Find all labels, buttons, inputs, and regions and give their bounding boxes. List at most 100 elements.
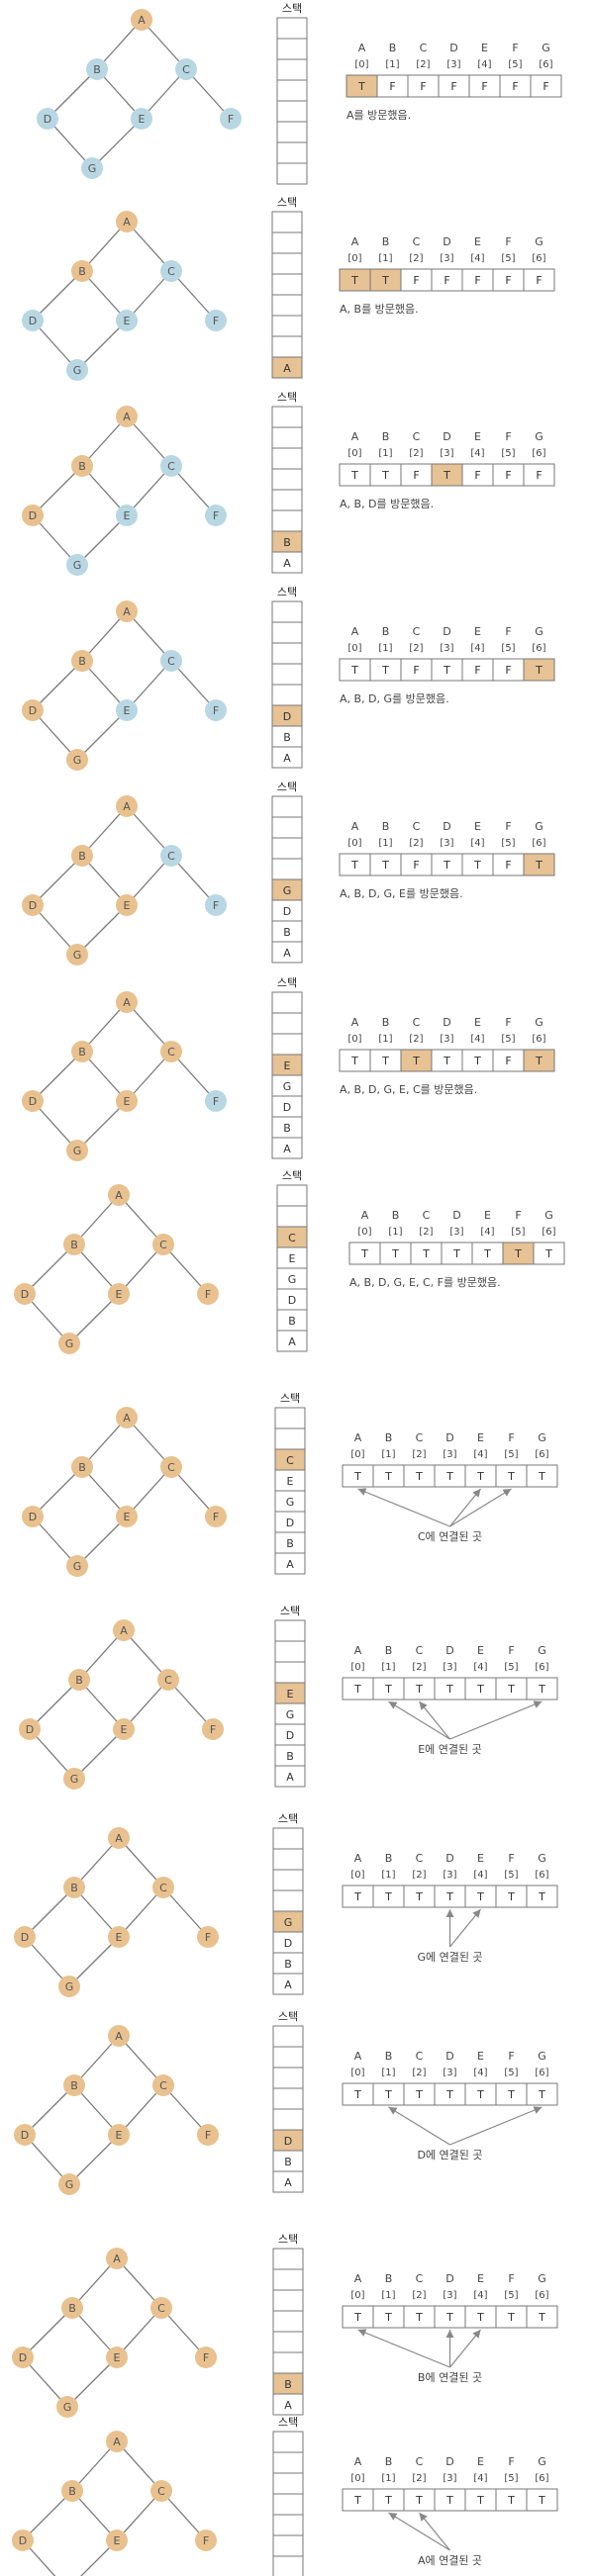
node-circle <box>202 1718 224 1740</box>
stack-slot <box>272 2493 304 2516</box>
edge-C-F <box>170 660 217 711</box>
stack-slot <box>272 1889 304 1912</box>
array-value: T <box>538 1683 545 1696</box>
edge-B-D <box>22 2490 73 2541</box>
node-circle <box>63 1234 85 1255</box>
graph-edges <box>32 1001 217 1151</box>
node-a: A <box>106 2248 128 2269</box>
node-label: E <box>114 2534 121 2547</box>
node-d: D <box>22 1506 44 1527</box>
array-value: T <box>476 2494 484 2507</box>
arrow-head-icon <box>445 1909 454 1917</box>
stack-title: 스택 <box>278 2416 298 2429</box>
edge-A-C <box>126 221 172 272</box>
node-b: B <box>61 2297 83 2319</box>
column-label: G <box>538 1644 546 1657</box>
node-circle <box>205 505 227 526</box>
edge-D-G <box>24 1293 70 1344</box>
node-circle <box>152 1234 174 1255</box>
index-label: [6] <box>532 253 545 264</box>
node-d: D <box>22 1090 44 1112</box>
node-d: D <box>14 1926 36 1948</box>
edge-B-E <box>81 1051 128 1102</box>
stack-item: B <box>284 1958 292 1971</box>
column-label: G <box>538 1852 546 1865</box>
stack-title: 스택 <box>277 586 297 598</box>
array-value: F <box>512 80 518 93</box>
column-label: B <box>385 1644 393 1657</box>
stack-slot <box>272 2268 304 2291</box>
graph-edges <box>47 19 232 169</box>
index-label: [0] <box>350 2473 364 2484</box>
index-label: [5] <box>501 643 515 654</box>
index-label: [6] <box>535 2068 548 2078</box>
stack-slot <box>271 231 303 254</box>
index-label: [2] <box>419 1227 433 1238</box>
node-label: F <box>213 1511 219 1523</box>
edge-E-G <box>73 1728 125 1780</box>
index-label: [4] <box>470 838 484 849</box>
node-g: G <box>56 2396 78 2418</box>
edge-C-E <box>118 2084 164 2136</box>
node-e: E <box>116 894 138 916</box>
array-value: F <box>450 80 456 93</box>
stack-item: G <box>286 1708 295 1721</box>
column-label: G <box>535 820 543 833</box>
node-c: C <box>152 2074 174 2096</box>
stack-slot <box>271 816 303 839</box>
node-label: E <box>124 1511 131 1523</box>
edge-B-E <box>96 68 143 120</box>
node-e: E <box>116 505 138 526</box>
array-value: T <box>507 2088 515 2101</box>
index-label: [6] <box>535 2473 548 2484</box>
node-label: G <box>73 949 82 962</box>
stack-title: 스택 <box>277 391 297 404</box>
index-label: [0] <box>350 2290 364 2301</box>
node-circle <box>160 455 182 477</box>
index-label: [4] <box>470 643 484 654</box>
node-d: D <box>22 894 44 916</box>
index-label: [3] <box>440 838 453 849</box>
array-value: F <box>413 274 419 287</box>
column-label: G <box>535 430 543 443</box>
index-label: [5] <box>504 2473 518 2484</box>
node-circle <box>131 9 152 31</box>
node-circle <box>61 2480 83 2502</box>
arrow-line <box>419 2512 450 2551</box>
graph-edges <box>32 221 217 371</box>
node-b: B <box>71 455 93 477</box>
array-value: T <box>473 859 481 872</box>
stack-slot <box>271 447 303 470</box>
node-a: A <box>108 1827 130 1849</box>
arrow-line <box>449 2329 481 2368</box>
array-value: T <box>445 2494 453 2507</box>
node-label: A <box>115 1189 123 1202</box>
edge-A-C <box>126 415 172 467</box>
edge-B-D <box>32 660 83 711</box>
stack-title: 스택 <box>278 2010 298 2023</box>
stack-item: B <box>283 926 291 939</box>
array-cell <box>526 2488 558 2512</box>
stack-title: 스택 <box>282 1169 302 1182</box>
array-value: T <box>507 2311 515 2324</box>
arrow-line <box>357 1488 450 1527</box>
column-label: F <box>508 2050 514 2063</box>
index-label: [2] <box>409 838 423 849</box>
edge-D-G <box>32 1516 78 1567</box>
array-value: F <box>505 1055 511 1067</box>
stack-item: D <box>286 1729 294 1742</box>
column-label: B <box>392 1209 400 1222</box>
stack-item: A <box>288 1335 296 1348</box>
node-circle <box>195 2530 217 2551</box>
array-value: T <box>476 2311 484 2324</box>
array-value: F <box>444 274 449 287</box>
node-circle <box>116 406 138 427</box>
node-circle <box>66 554 88 576</box>
stack-slot <box>274 1552 306 1575</box>
column-label: A <box>351 625 359 638</box>
stack: 스택A <box>272 2416 304 2576</box>
node-b: B <box>86 58 108 80</box>
node-c: C <box>152 1234 174 1255</box>
node-g: G <box>58 1333 80 1354</box>
